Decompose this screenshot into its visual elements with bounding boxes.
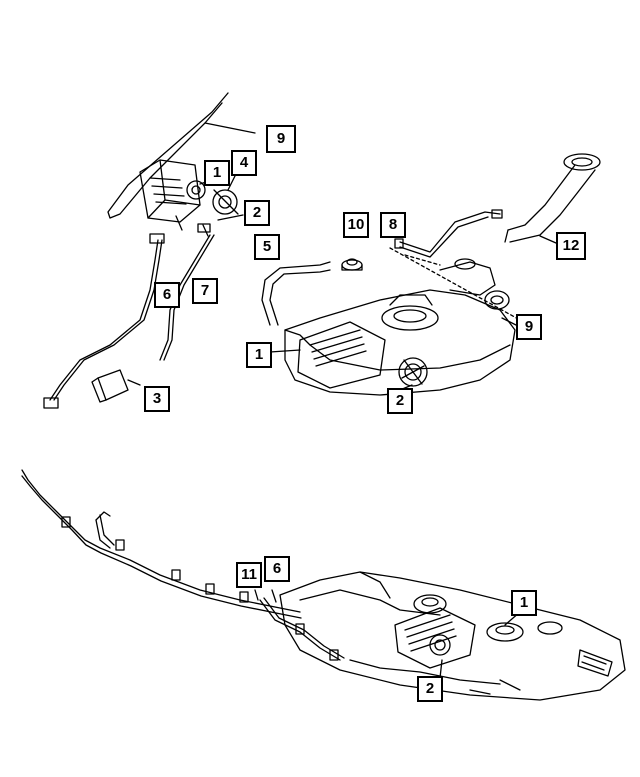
callout-10: 10	[343, 212, 369, 238]
callout-5: 5	[254, 234, 280, 260]
callout-1-underbody: 1	[511, 590, 537, 616]
callout-6-underbody: 6	[264, 556, 290, 582]
callout-8: 8	[380, 212, 406, 238]
callout-1: 1	[204, 160, 230, 186]
callout-9: 9	[266, 125, 296, 153]
canister-assembly-drawing	[43, 92, 256, 409]
tank-assembly-drawing	[261, 153, 601, 396]
callout-7: 7	[192, 278, 218, 304]
callout-9-tank: 9	[516, 314, 542, 340]
callout-12: 12	[556, 232, 586, 260]
callout-3: 3	[144, 386, 170, 412]
callout-2-tank: 2	[387, 388, 413, 414]
callout-1-tank: 1	[246, 342, 272, 368]
callout-2: 2	[244, 200, 270, 226]
callout-4: 4	[231, 150, 257, 176]
callout-2-underbody: 2	[417, 676, 443, 702]
underbody-routing-drawing	[21, 469, 626, 701]
callout-6: 6	[154, 282, 180, 308]
callout-11: 11	[236, 562, 262, 588]
